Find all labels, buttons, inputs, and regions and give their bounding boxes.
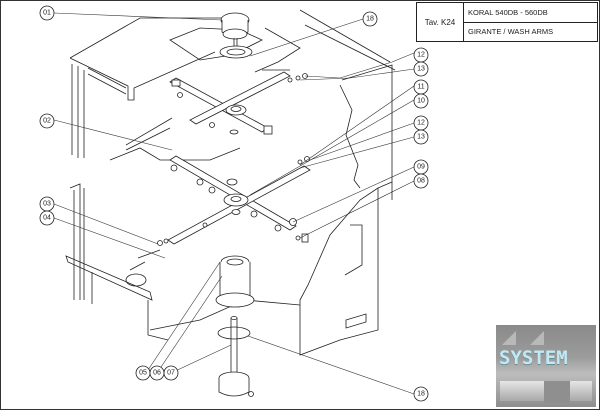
drawing-description: GIRANTE / WASH ARMS [464, 21, 597, 42]
svg-text:12: 12 [417, 52, 425, 59]
callout-07: 07 [163, 365, 179, 381]
callout-18-bottom: 18 [413, 386, 429, 402]
title-block: Tav. K24 KORAL 540DB - 560DB GIRANTE / W… [416, 2, 598, 42]
wash-arm-upper [169, 71, 308, 135]
filter-cylinder [215, 255, 255, 308]
callout-18-top: 18 [362, 11, 378, 27]
cabinet-upper [69, 9, 396, 200]
model-name: KORAL 540DB - 560DB [468, 7, 548, 17]
callout-12-mid: 12 [413, 115, 429, 131]
callout-09: 09 [413, 159, 429, 175]
svg-text:11: 11 [417, 84, 424, 91]
logo-triangle-icon [530, 331, 544, 345]
callout-10: 10 [413, 93, 429, 109]
svg-text:01: 01 [43, 10, 51, 17]
svg-text:18: 18 [366, 16, 374, 23]
svg-text:02: 02 [43, 118, 51, 125]
callout-01: 01 [39, 5, 55, 21]
svg-text:10: 10 [417, 98, 425, 105]
svg-text:13: 13 [417, 134, 425, 141]
callout-03: 03 [39, 196, 55, 212]
callout-13-top: 13 [413, 61, 429, 77]
svg-text:05: 05 [139, 370, 147, 377]
logo-text: SYSTEM [499, 347, 568, 369]
logo-notch [544, 381, 570, 403]
callout-04: 04 [39, 210, 55, 226]
cabinet-lower [65, 181, 393, 356]
callout-12-top: 12 [413, 47, 429, 63]
upper-hub-assembly [219, 12, 253, 59]
svg-text:09: 09 [417, 164, 425, 171]
callout-08: 08 [413, 173, 429, 189]
system-logo: SYSTEM [496, 325, 596, 407]
callout-02: 02 [39, 113, 55, 129]
wash-arm-lower [157, 155, 311, 246]
svg-text:18: 18 [417, 391, 425, 398]
callout-06: 06 [149, 365, 165, 381]
svg-text:04: 04 [43, 215, 51, 222]
callout-05: 05 [135, 365, 151, 381]
svg-text:13: 13 [417, 66, 425, 73]
svg-text:08: 08 [417, 178, 425, 185]
sheet-number: Tav. K24 [417, 3, 464, 41]
lower-shaft-assembly [217, 316, 254, 397]
svg-text:07: 07 [167, 370, 175, 377]
callout-13-mid: 13 [413, 129, 429, 145]
logo-triangle-icon [502, 331, 516, 345]
svg-text:06: 06 [153, 370, 161, 377]
leader-lines [53, 12, 415, 395]
svg-text:12: 12 [417, 120, 425, 127]
svg-text:03: 03 [43, 201, 51, 208]
callout-11: 11 [413, 79, 429, 95]
